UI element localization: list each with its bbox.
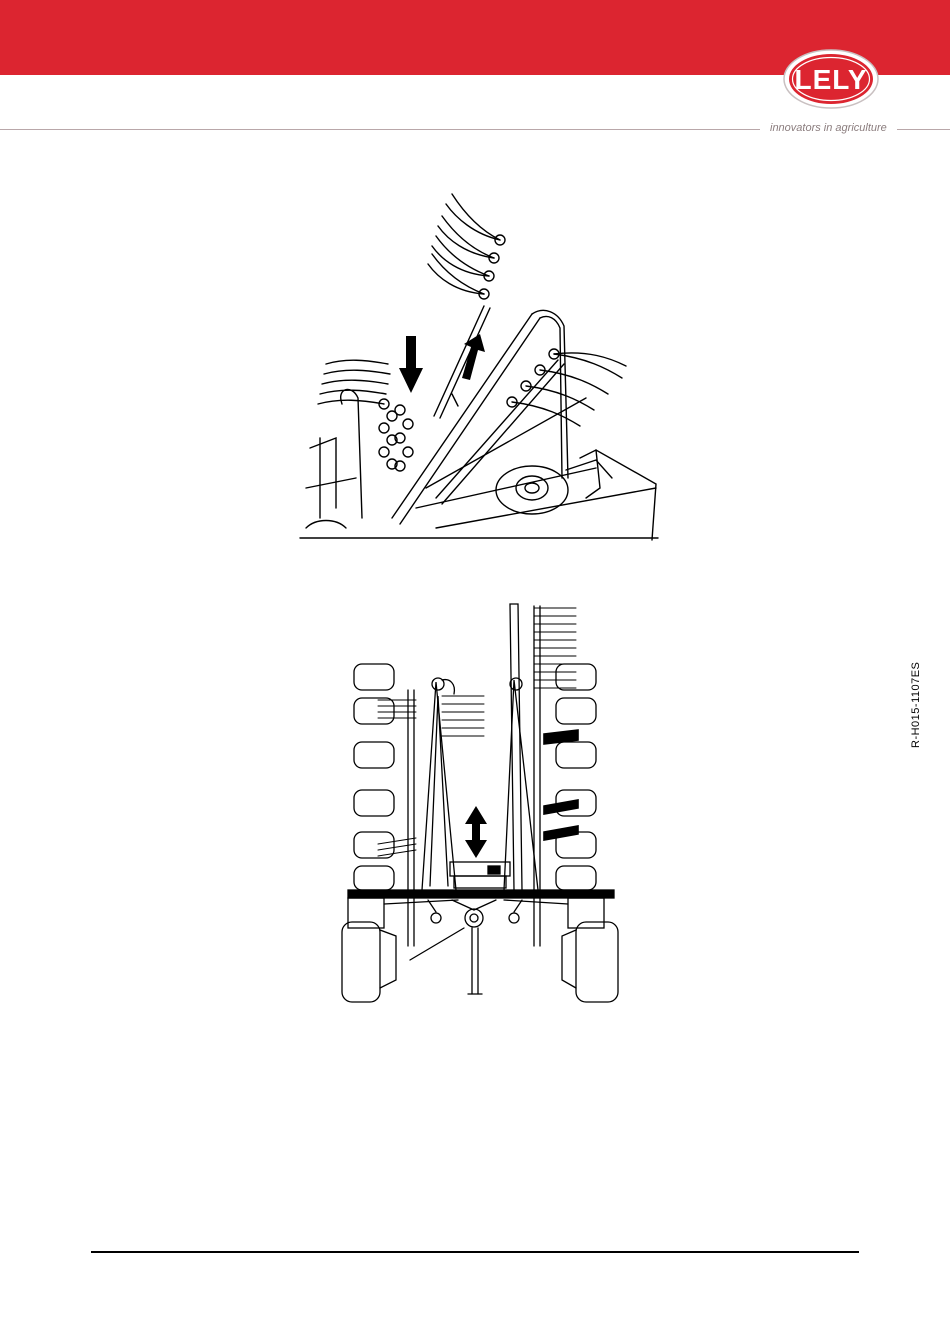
- svg-text:LELY: LELY: [795, 64, 868, 95]
- lely-logo: LELY: [782, 48, 880, 110]
- header-divider-right: [897, 129, 950, 130]
- footer-divider: [91, 1251, 859, 1253]
- header-divider: [0, 129, 760, 130]
- rake-transport-position-illustration-icon: [338, 600, 624, 1004]
- rake-rotor-folding-illustration-icon: [296, 188, 662, 544]
- document-reference-code: R-H015-1107ES: [910, 662, 922, 748]
- tagline: innovators in agriculture: [770, 122, 895, 134]
